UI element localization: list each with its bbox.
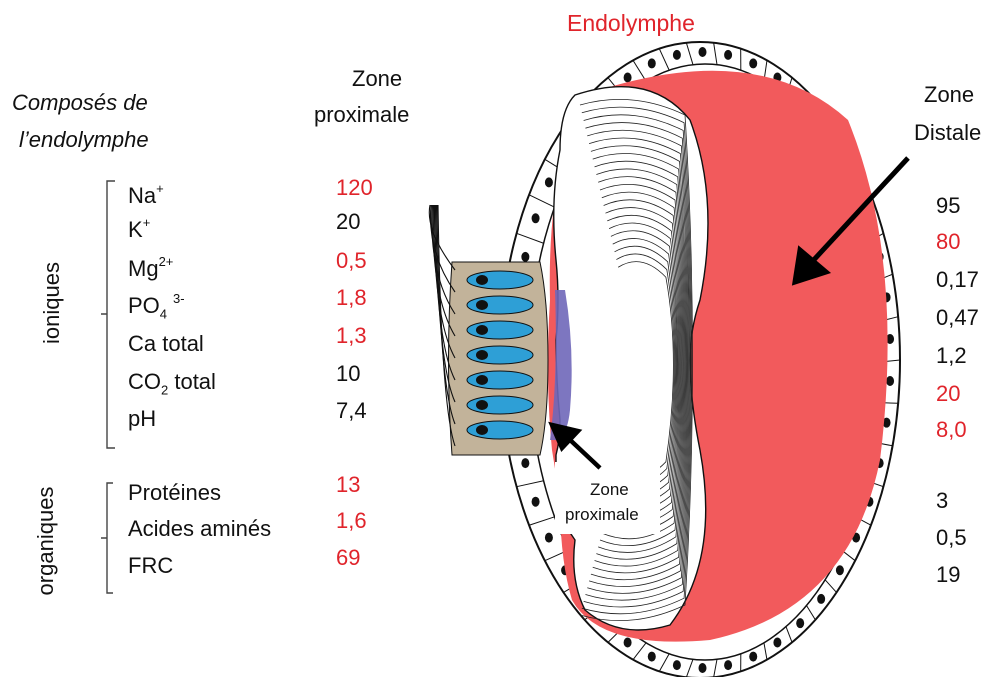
hair-cells (449, 262, 549, 455)
diagram-zone-label-line2: proximale (565, 505, 639, 525)
diagram-zone-label-line1: Zone (590, 480, 629, 500)
